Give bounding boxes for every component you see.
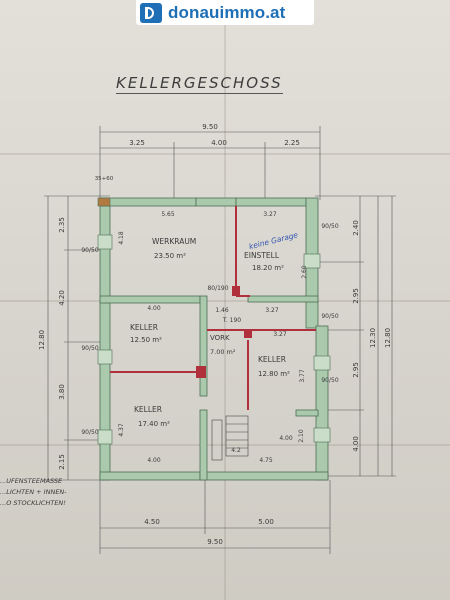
window-west-2 — [97, 349, 113, 365]
dim-left-seg-3: 3.80 — [58, 384, 66, 400]
room-labels: WERKRAUM 23.50 m² EINSTELL 18.20 m² KELL… — [130, 237, 290, 428]
window-east-2 — [313, 355, 331, 371]
dim-top-total: 9.50 — [202, 123, 218, 131]
plan-note: ...UFENSTEEMASSE ...LICHTEN + INNEN- ...… — [0, 476, 90, 509]
misc-annotations: 3.27 5.65 4.00 1.46 4.00 3.27 3.27 4.00 … — [81, 211, 338, 464]
dim-right-seg-1: 2.40 — [352, 220, 360, 236]
dim-top-seg-3: 2.25 — [284, 139, 300, 147]
annotation-19: 90/50 — [321, 313, 338, 320]
red-interior-walls — [110, 206, 316, 410]
wall-einstell-south — [247, 295, 319, 303]
window-east-1 — [303, 253, 321, 269]
wall-north-west — [99, 197, 197, 207]
wall-east-lower — [315, 325, 329, 481]
dim-left-seg-1: 2.35 — [58, 217, 66, 233]
annotation-22: 4.2 — [231, 447, 241, 454]
note-line: ...LICHTEN + INNEN- — [0, 488, 67, 496]
dim-left-seg-4: 2.15 — [58, 454, 66, 470]
dim-right-seg-3: 2.95 — [352, 362, 360, 378]
annotation-13: 4.37 — [118, 423, 125, 437]
room-area-keller-1: 12.50 m² — [130, 336, 162, 344]
note-line: ...O STOCKLICHTEN! — [0, 499, 66, 507]
room-name-keller-2: KELLER — [258, 355, 286, 364]
room-name-keller-1: KELLER — [130, 323, 158, 332]
dim-bottom-total: 9.50 — [207, 538, 223, 546]
annotation-2: 4.00 — [147, 305, 161, 312]
wall-keller1-north — [99, 295, 201, 304]
annotation-8: 4.75 — [259, 457, 273, 464]
annotation-9: 4.18 — [118, 231, 125, 245]
dim-right-outer: 12.80 — [384, 328, 392, 348]
room-area-keller-3: 17.40 m² — [138, 420, 170, 428]
dim-bottom-seg-2: 5.00 — [258, 518, 274, 526]
annotation-16: 90/50 — [81, 247, 98, 254]
annotation-0: 3.27 — [263, 211, 277, 218]
annotation-1: 5.65 — [161, 211, 175, 218]
annotation-7: 4.00 — [279, 435, 293, 442]
annotation-5: 3.27 — [273, 331, 287, 338]
annotation-4: 4.00 — [147, 457, 161, 464]
window-west-1 — [97, 234, 113, 250]
dim-top-small: 35+60 — [95, 176, 114, 182]
dim-top-seg-2: 4.00 — [211, 139, 227, 147]
room-name-keller-3: KELLER — [134, 405, 162, 414]
paper-fold — [0, 300, 450, 302]
handwritten-label: keine Garage — [248, 230, 299, 251]
dim-right-seg-2: 2.95 — [352, 288, 360, 304]
annotation-14: T. 190 — [222, 317, 241, 324]
room-name-vork: VORK — [210, 334, 230, 342]
dim-left-seg-2: 4.20 — [58, 290, 66, 306]
note-line: ...UFENSTEEMASSE — [0, 477, 63, 485]
corner-chimney — [97, 197, 111, 207]
paper-fold — [0, 444, 450, 446]
room-area-einstell: 18.20 m² — [252, 264, 284, 272]
annotation-12: 2.10 — [298, 429, 305, 443]
annotation-21: 90/50 — [321, 223, 338, 230]
dim-top-seg-1: 3.25 — [129, 139, 145, 147]
room-area-werkraum: 23.50 m² — [154, 252, 186, 260]
annotation-17: 90/50 — [81, 345, 98, 352]
annotation-3: 1.46 — [215, 307, 229, 314]
annotation-10: 3.77 — [299, 369, 306, 383]
dim-right-seg-4: 4.00 — [352, 436, 360, 452]
dimension-lines — [44, 126, 396, 554]
dim-left-outer: 12.80 — [38, 330, 46, 350]
plan-title: KELLERGESCHOSS — [116, 74, 283, 94]
room-name-werkraum: WERKRAUM — [152, 237, 196, 246]
paper-fold — [224, 0, 226, 600]
window-east-3 — [313, 427, 331, 443]
annotation-6: 3.27 — [265, 307, 279, 314]
room-name-einstell: EINSTELL — [244, 251, 280, 260]
dimension-labels: 9.50 3.25 4.00 2.25 35+60 4.50 5.00 9.50 — [95, 123, 300, 546]
wall-keller-divider — [199, 295, 208, 397]
window-west-3 — [97, 429, 113, 445]
annotation-15: 80/190 — [207, 285, 228, 292]
annotation-18: 90/50 — [81, 429, 98, 436]
brand-mark-icon — [140, 2, 162, 23]
brand-logo[interactable]: donauimmo.at — [136, 0, 314, 25]
red-door-markers — [196, 286, 252, 378]
stairs — [211, 415, 249, 461]
dim-right-outer2: 12.30 — [369, 328, 377, 348]
wall-south-west — [99, 471, 201, 481]
wall-keller3-south — [295, 409, 319, 417]
wall-north-east — [235, 197, 307, 207]
wall-stair-left — [199, 409, 208, 481]
dim-bottom-seg-1: 4.50 — [144, 518, 160, 526]
annotation-11: 2.60 — [301, 265, 308, 279]
room-area-keller-2: 12.80 m² — [258, 370, 290, 378]
dimension-labels-vertical: 12.80 2.35 4.20 3.80 2.15 2.40 2.95 2.95… — [38, 217, 392, 470]
room-area-vork: 7.00 m² — [210, 348, 236, 356]
wall-south-east — [199, 471, 329, 481]
window-markers — [97, 197, 331, 445]
wall-north-mid — [195, 197, 237, 207]
paper-fold — [0, 153, 450, 155]
brand-name: donauimmo.at — [168, 2, 286, 22]
annotation-20: 90/50 — [321, 377, 338, 384]
